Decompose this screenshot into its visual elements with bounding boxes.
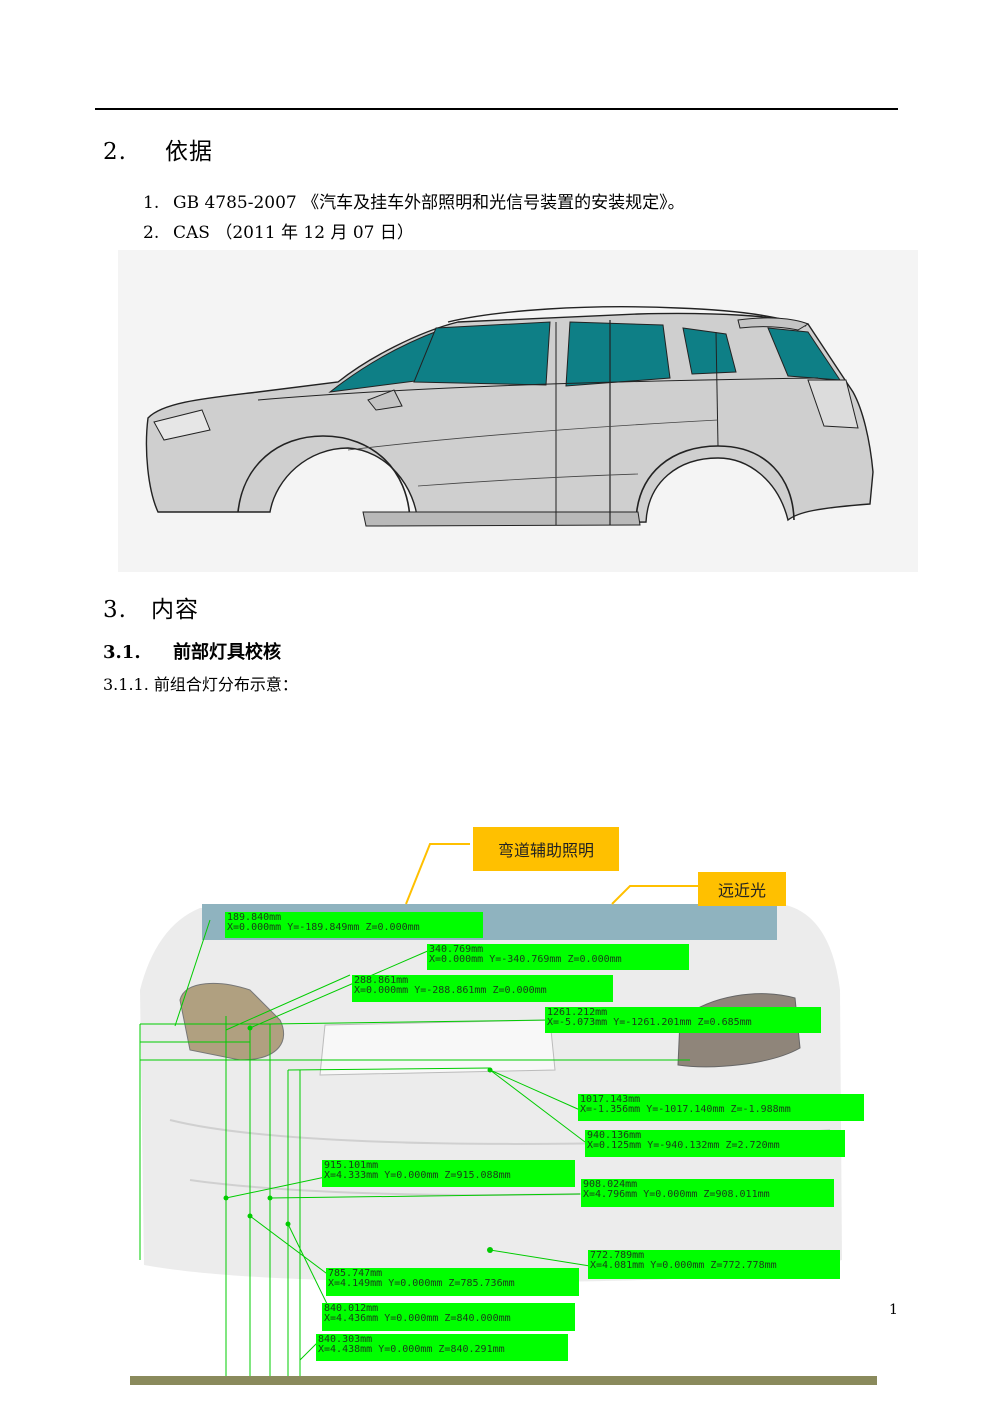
section-number: 3.1.1. xyxy=(103,675,149,694)
reference-number: 2. xyxy=(143,223,160,243)
callout-label: 弯道辅助照明 xyxy=(497,841,594,860)
callout-high-low-beam: 远近光 xyxy=(698,872,786,906)
measurement-label: 785.747mm X=4.149mm Y=0.000mm Z=785.736m… xyxy=(326,1268,579,1296)
reference-item: 2. CAS （2011 年 12 月 07 日） xyxy=(143,218,414,243)
section-number: 3. xyxy=(103,597,127,623)
reference-item: 1. GB 4785-2007 《汽车及挂车外部照明和光信号装置的安装规定》。 xyxy=(143,188,685,213)
front-lamp-layout-figure: 弯道辅助照明 远近光 189.840mm X=0.000mm Y=-189.84… xyxy=(130,820,880,1390)
measurement-label: 288.861mm X=0.000mm Y=-288.861mm Z=0.000… xyxy=(352,975,613,1002)
section-number: 2. xyxy=(103,139,127,165)
section-title: 依据 xyxy=(165,139,213,165)
section-3-heading: 3. 内容 xyxy=(103,590,199,624)
measurement-label: 940.136mm X=0.125mm Y=-940.132mm Z=2.720… xyxy=(585,1130,845,1157)
measurement-label: 340.769mm X=0.000mm Y=-340.769mm Z=0.000… xyxy=(427,944,689,970)
section-title: 前组合灯分布示意： xyxy=(153,675,298,694)
section-2-heading: 2. 依据 xyxy=(103,132,213,166)
section-number: 3.1. xyxy=(103,642,141,663)
measurement-label: 915.101mm X=4.333mm Y=0.000mm Z=915.088m… xyxy=(322,1160,575,1187)
callout-cornering-light: 弯道辅助照明 xyxy=(473,827,619,871)
measurement-label: 189.840mm X=0.000mm Y=-189.849mm Z=0.000… xyxy=(225,912,483,938)
header-rule xyxy=(95,108,898,110)
measurement-label: 840.303mm X=4.438mm Y=0.000mm Z=840.291m… xyxy=(316,1334,568,1361)
section-title: 内容 xyxy=(151,597,199,623)
measurement-label: 840.012mm X=4.436mm Y=0.000mm Z=840.000m… xyxy=(322,1303,575,1331)
reference-text: GB 4785-2007 《汽车及挂车外部照明和光信号装置的安装规定》。 xyxy=(173,193,685,213)
subsection-3-1-1-heading: 3.1.1. 前组合灯分布示意： xyxy=(103,671,298,695)
page-number: 1 xyxy=(889,1302,898,1318)
measurement-label: 1017.143mm X=-1.356mm Y=-1017.140mm Z=-1… xyxy=(578,1094,864,1121)
measurement-label: 1261.212mm X=-5.073mm Y=-1261.201mm Z=0.… xyxy=(545,1007,821,1033)
vehicle-side-view-figure xyxy=(118,250,918,572)
reference-text: CAS （2011 年 12 月 07 日） xyxy=(173,223,414,243)
subsection-3-1-heading: 3.1. 前部灯具校核 xyxy=(103,638,281,664)
measurement-label: 908.024mm X=4.796mm Y=0.000mm Z=908.011m… xyxy=(581,1179,834,1207)
reference-number: 1. xyxy=(143,193,160,213)
section-title: 前部灯具校核 xyxy=(173,642,281,663)
callout-label: 远近光 xyxy=(717,881,766,900)
measurement-label: 772.789mm X=4.081mm Y=0.000mm Z=772.778m… xyxy=(588,1250,840,1279)
